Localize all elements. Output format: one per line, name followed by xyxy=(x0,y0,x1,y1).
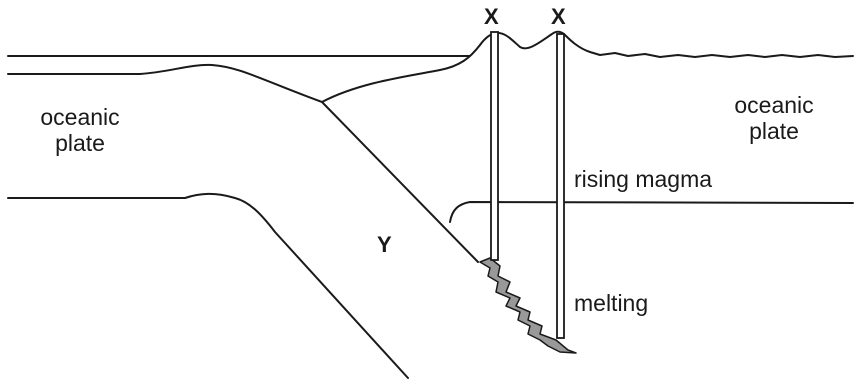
magma-conduit-left xyxy=(490,31,499,261)
rising-magma-label: rising magma xyxy=(574,166,713,192)
volcano-label-right: X xyxy=(551,4,566,29)
left-plate-label-line1: oceanic xyxy=(40,104,120,130)
melting-label: melting xyxy=(574,290,649,316)
overriding-plate-front xyxy=(321,44,481,103)
region-y-label: Y xyxy=(377,232,392,257)
subducting-plate-top xyxy=(7,63,479,263)
subducting-plate-bottom xyxy=(7,192,409,379)
left-plate-label: oceanic plate xyxy=(20,104,140,157)
right-plate-label-line2: plate xyxy=(749,118,799,145)
left-plate-label-line2: plate xyxy=(55,130,105,157)
right-plate-label-line1: oceanic xyxy=(734,92,814,118)
magma-conduit-right xyxy=(556,33,565,339)
melting-zone xyxy=(479,257,577,354)
right-plate-label: oceanic plate xyxy=(714,92,834,145)
volcano-label-left: X xyxy=(484,4,499,29)
volcanic-arc-surface xyxy=(479,30,854,58)
overriding-plate-base xyxy=(449,201,854,223)
